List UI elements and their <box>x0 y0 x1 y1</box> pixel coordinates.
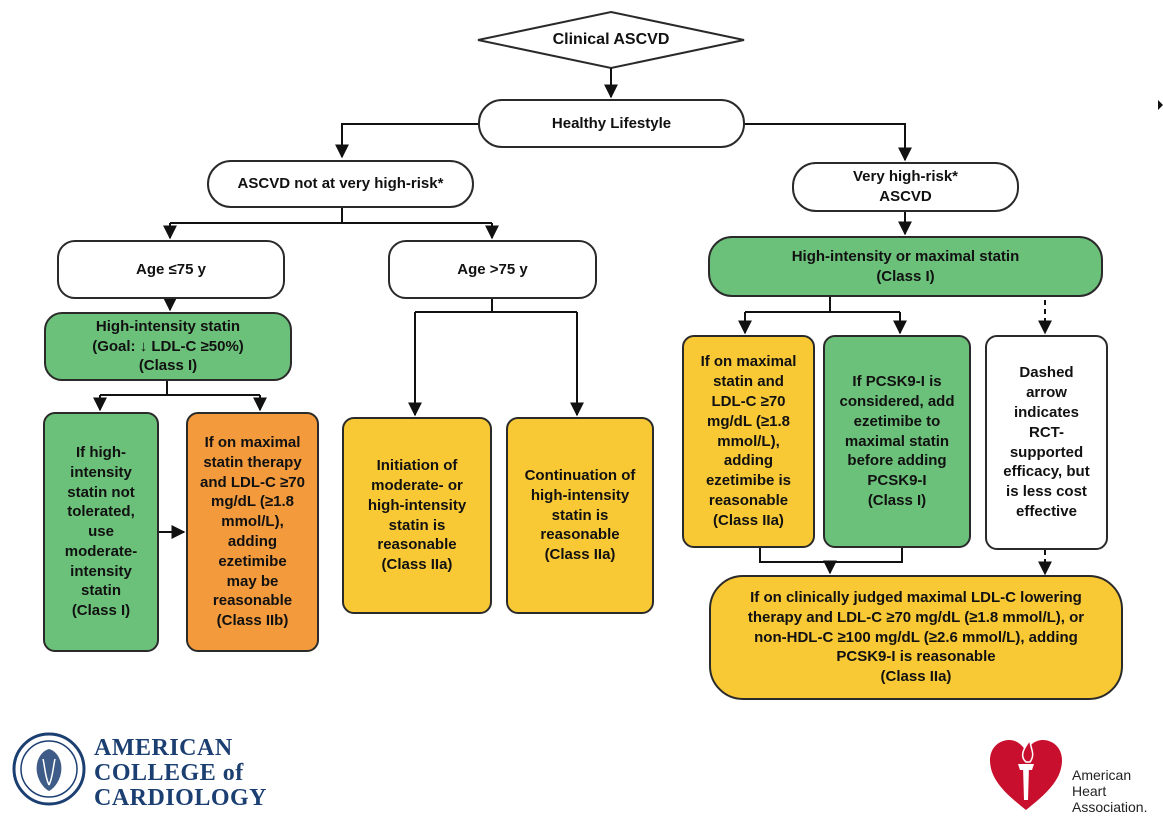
acc-wordmark: AMERICAN COLLEGE of CARDIOLOGY <box>94 735 268 811</box>
age-under-75-node: Age ≤75 y <box>57 240 285 299</box>
pcsk9-considered-node: If PCSK9-I is considered, add ezetimibe … <box>823 335 971 548</box>
high-intensity-statin-left-node: High-intensity statin (Goal: ↓ LDL-C ≥50… <box>44 312 292 381</box>
ezetimibe-left-node: If on maximal statin therapy and LDL-C ≥… <box>186 412 319 652</box>
not-tolerated-node: If high- intensity statin not tolerated,… <box>43 412 159 652</box>
aha-heart-torch-icon <box>990 737 1062 810</box>
continuation-node: Continuation of high-intensity statin is… <box>506 417 654 614</box>
clinical-ascvd-label: Clinical ASCVD <box>552 31 670 49</box>
acc-seal-icon <box>12 732 86 806</box>
dashed-arrow-note-node: Dashed arrow indicates RCT- supported ef… <box>985 335 1108 550</box>
not-very-high-risk-text: ASCVD not at very high-risk* <box>237 175 444 193</box>
age-over-75-node: Age >75 y <box>388 240 597 299</box>
initiation-node: Initiation of moderate- or high-intensit… <box>342 417 492 614</box>
maximal-statin-right-node: High-intensity or maximal statin (Class … <box>708 236 1103 297</box>
pcsk9-bottom-node: If on clinically judged maximal LDL-C lo… <box>709 575 1123 700</box>
not-very-high-risk-node: ASCVD not at very high-risk* <box>207 160 474 208</box>
very-high-risk-node: Very high-risk* ASCVD <box>792 162 1019 212</box>
healthy-lifestyle-node: Healthy Lifestyle <box>478 99 745 148</box>
edge-triangle-mark <box>1158 100 1163 110</box>
very-high-risk-text: Very high-risk* ASCVD <box>852 168 959 205</box>
ezetimibe-right-node: If on maximal statin and LDL-C ≥70 mg/dL… <box>682 335 815 548</box>
aha-wordmark: American Heart Association. <box>1072 767 1148 815</box>
